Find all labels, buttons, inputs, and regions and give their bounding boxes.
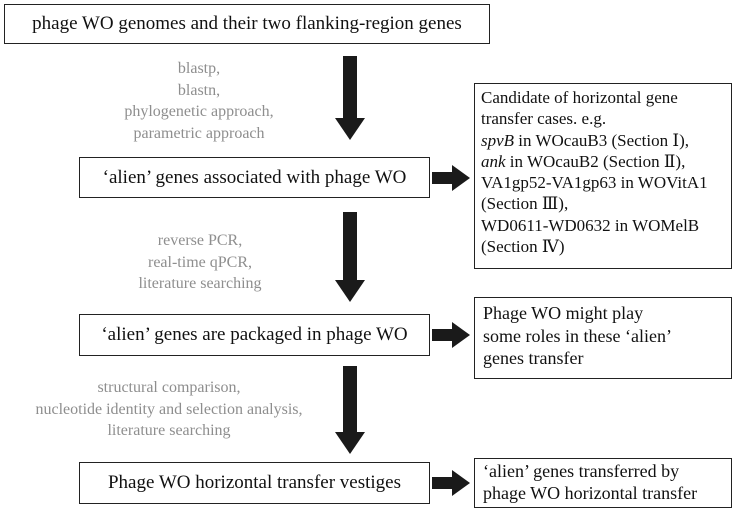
method-line: blastp, [177,60,221,77]
methods-step-1: blastp, blastn, phylogenetic approach, p… [85,58,313,144]
gene-name-ank: ank [481,151,506,171]
box-possible-role: Phage WO might play some roles in these … [474,297,732,379]
box-candidates: Candidate of horizontal gene transfer ca… [474,83,732,269]
method-line: literature searching [107,422,231,440]
candidates-line: (Section Ⅳ) [481,236,565,256]
box-genomes-label: phage WO genomes and their two flanking-… [32,13,462,35]
right-arrow-2 [432,322,470,348]
box-alien-packaged-label: ‘alien’ genes are packaged in phage WO [101,324,408,346]
candidates-line: ank in WOcauB2 (Section Ⅱ), [481,151,725,172]
transferred-line: phage WO horizontal transfer [483,482,698,503]
method-line: nucleotide identity and selection analys… [35,400,303,418]
role-line: Phage WO might play [483,303,644,323]
candidates-line-rest: in WOcauB3 (Section Ⅰ), [514,130,689,150]
candidates-line: Candidate of horizontal gene [481,88,678,107]
candidates-line: transfer cases. e.g. [481,109,607,129]
candidates-line-rest: in WOcauB2 (Section Ⅱ), [505,151,686,171]
box-transfer-vestiges-label: Phage WO horizontal transfer vestiges [107,472,401,494]
method-line: real-time qPCR, [148,253,252,271]
down-arrow-3 [335,366,365,454]
gene-name-spvB: spvB [481,130,515,150]
transferred-line: ‘alien’ genes transferred by [483,461,680,481]
box-genomes: phage WO genomes and their two flanking-… [4,4,490,44]
right-arrow-1 [432,165,470,191]
box-alien-associated: ‘alien’ genes associated with phage WO [79,157,430,198]
role-line: genes transfer [483,348,584,368]
method-line: reverse PCR, [157,232,243,249]
method-line: parametric approach [133,124,265,142]
down-arrow-1 [335,56,365,140]
method-line: literature searching [138,275,262,293]
right-arrow-3 [432,470,470,496]
methods-step-2: reverse PCR, real-time qPCR, literature … [100,230,300,295]
method-line: structural comparison, [97,379,241,396]
candidates-line: (Section Ⅲ), [481,194,569,214]
box-transferred: ‘alien’ genes transferred by phage WO ho… [474,458,732,508]
box-alien-associated-label: ‘alien’ genes associated with phage WO [102,166,407,188]
box-alien-packaged: ‘alien’ genes are packaged in phage WO [79,314,430,356]
method-line: phylogenetic approach, [124,103,274,121]
candidates-line: VA1gp52-VA1gp63 in WOVitA1 [481,173,708,192]
method-line: blastn, [177,81,221,99]
candidates-line: spvB in WOcauB3 (Section Ⅰ), [481,130,725,151]
methods-step-3: structural comparison, nucleotide identi… [2,377,336,442]
role-line: some roles in these ‘alien’ [483,325,672,346]
candidates-line: WD0611-WD0632 in WOMelB [481,215,700,235]
box-transfer-vestiges: Phage WO horizontal transfer vestiges [79,462,430,504]
down-arrow-2 [335,212,365,302]
